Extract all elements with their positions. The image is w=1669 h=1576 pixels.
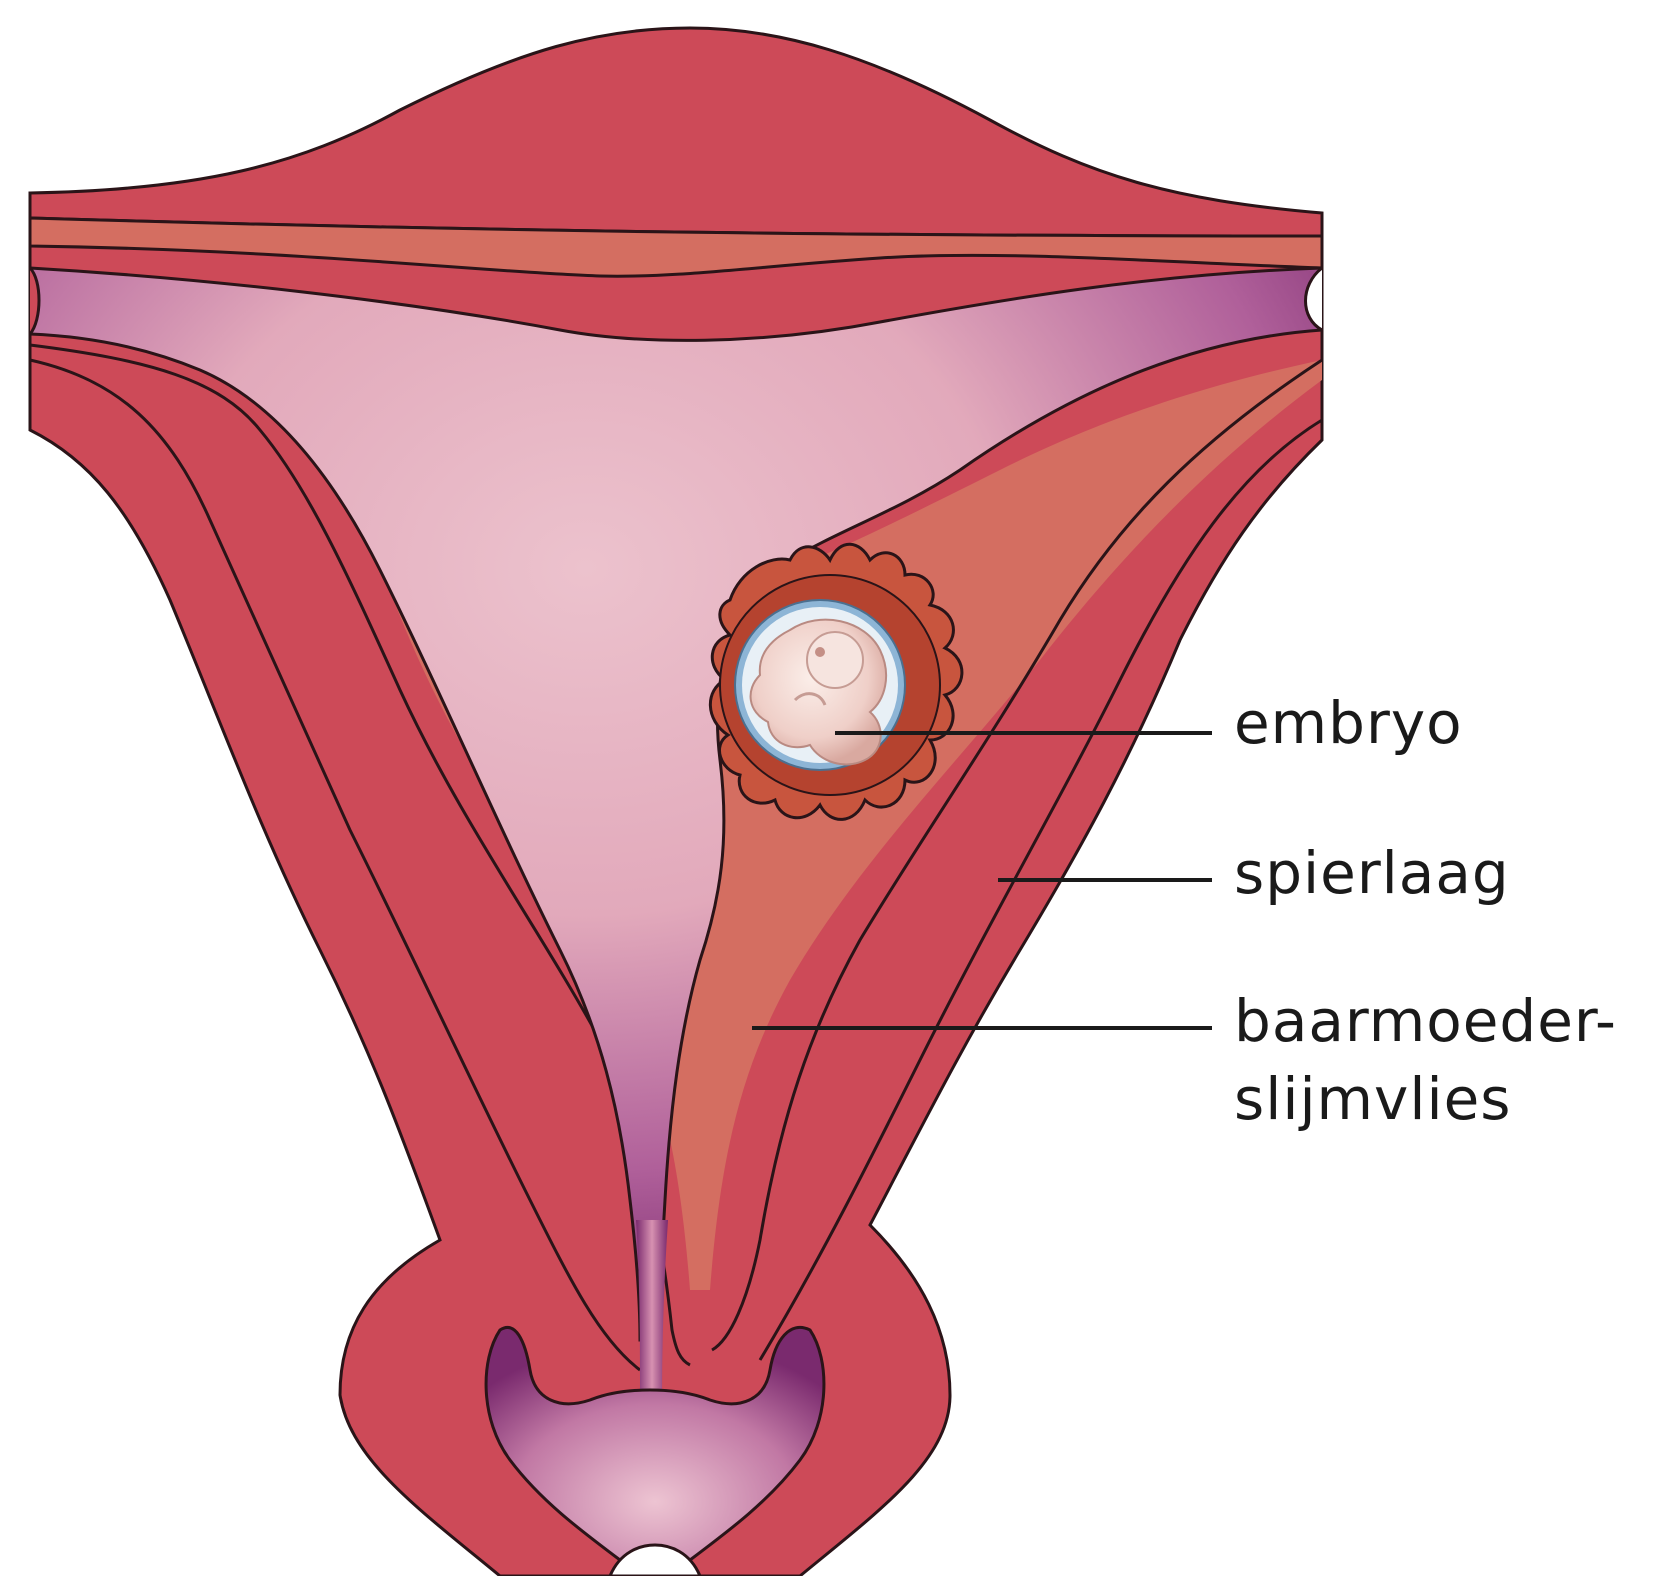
label-embryo: embryo [1234,690,1463,756]
implantation-site [710,544,962,819]
label-slijmvlies-line2: slijmvlies [1234,1066,1512,1132]
embryo-head [807,632,863,688]
label-slijmvlies-line1: baarmoeder- [1234,988,1617,1054]
label-spierlaag: spierlaag [1234,840,1510,906]
embryo-eye [815,647,825,657]
